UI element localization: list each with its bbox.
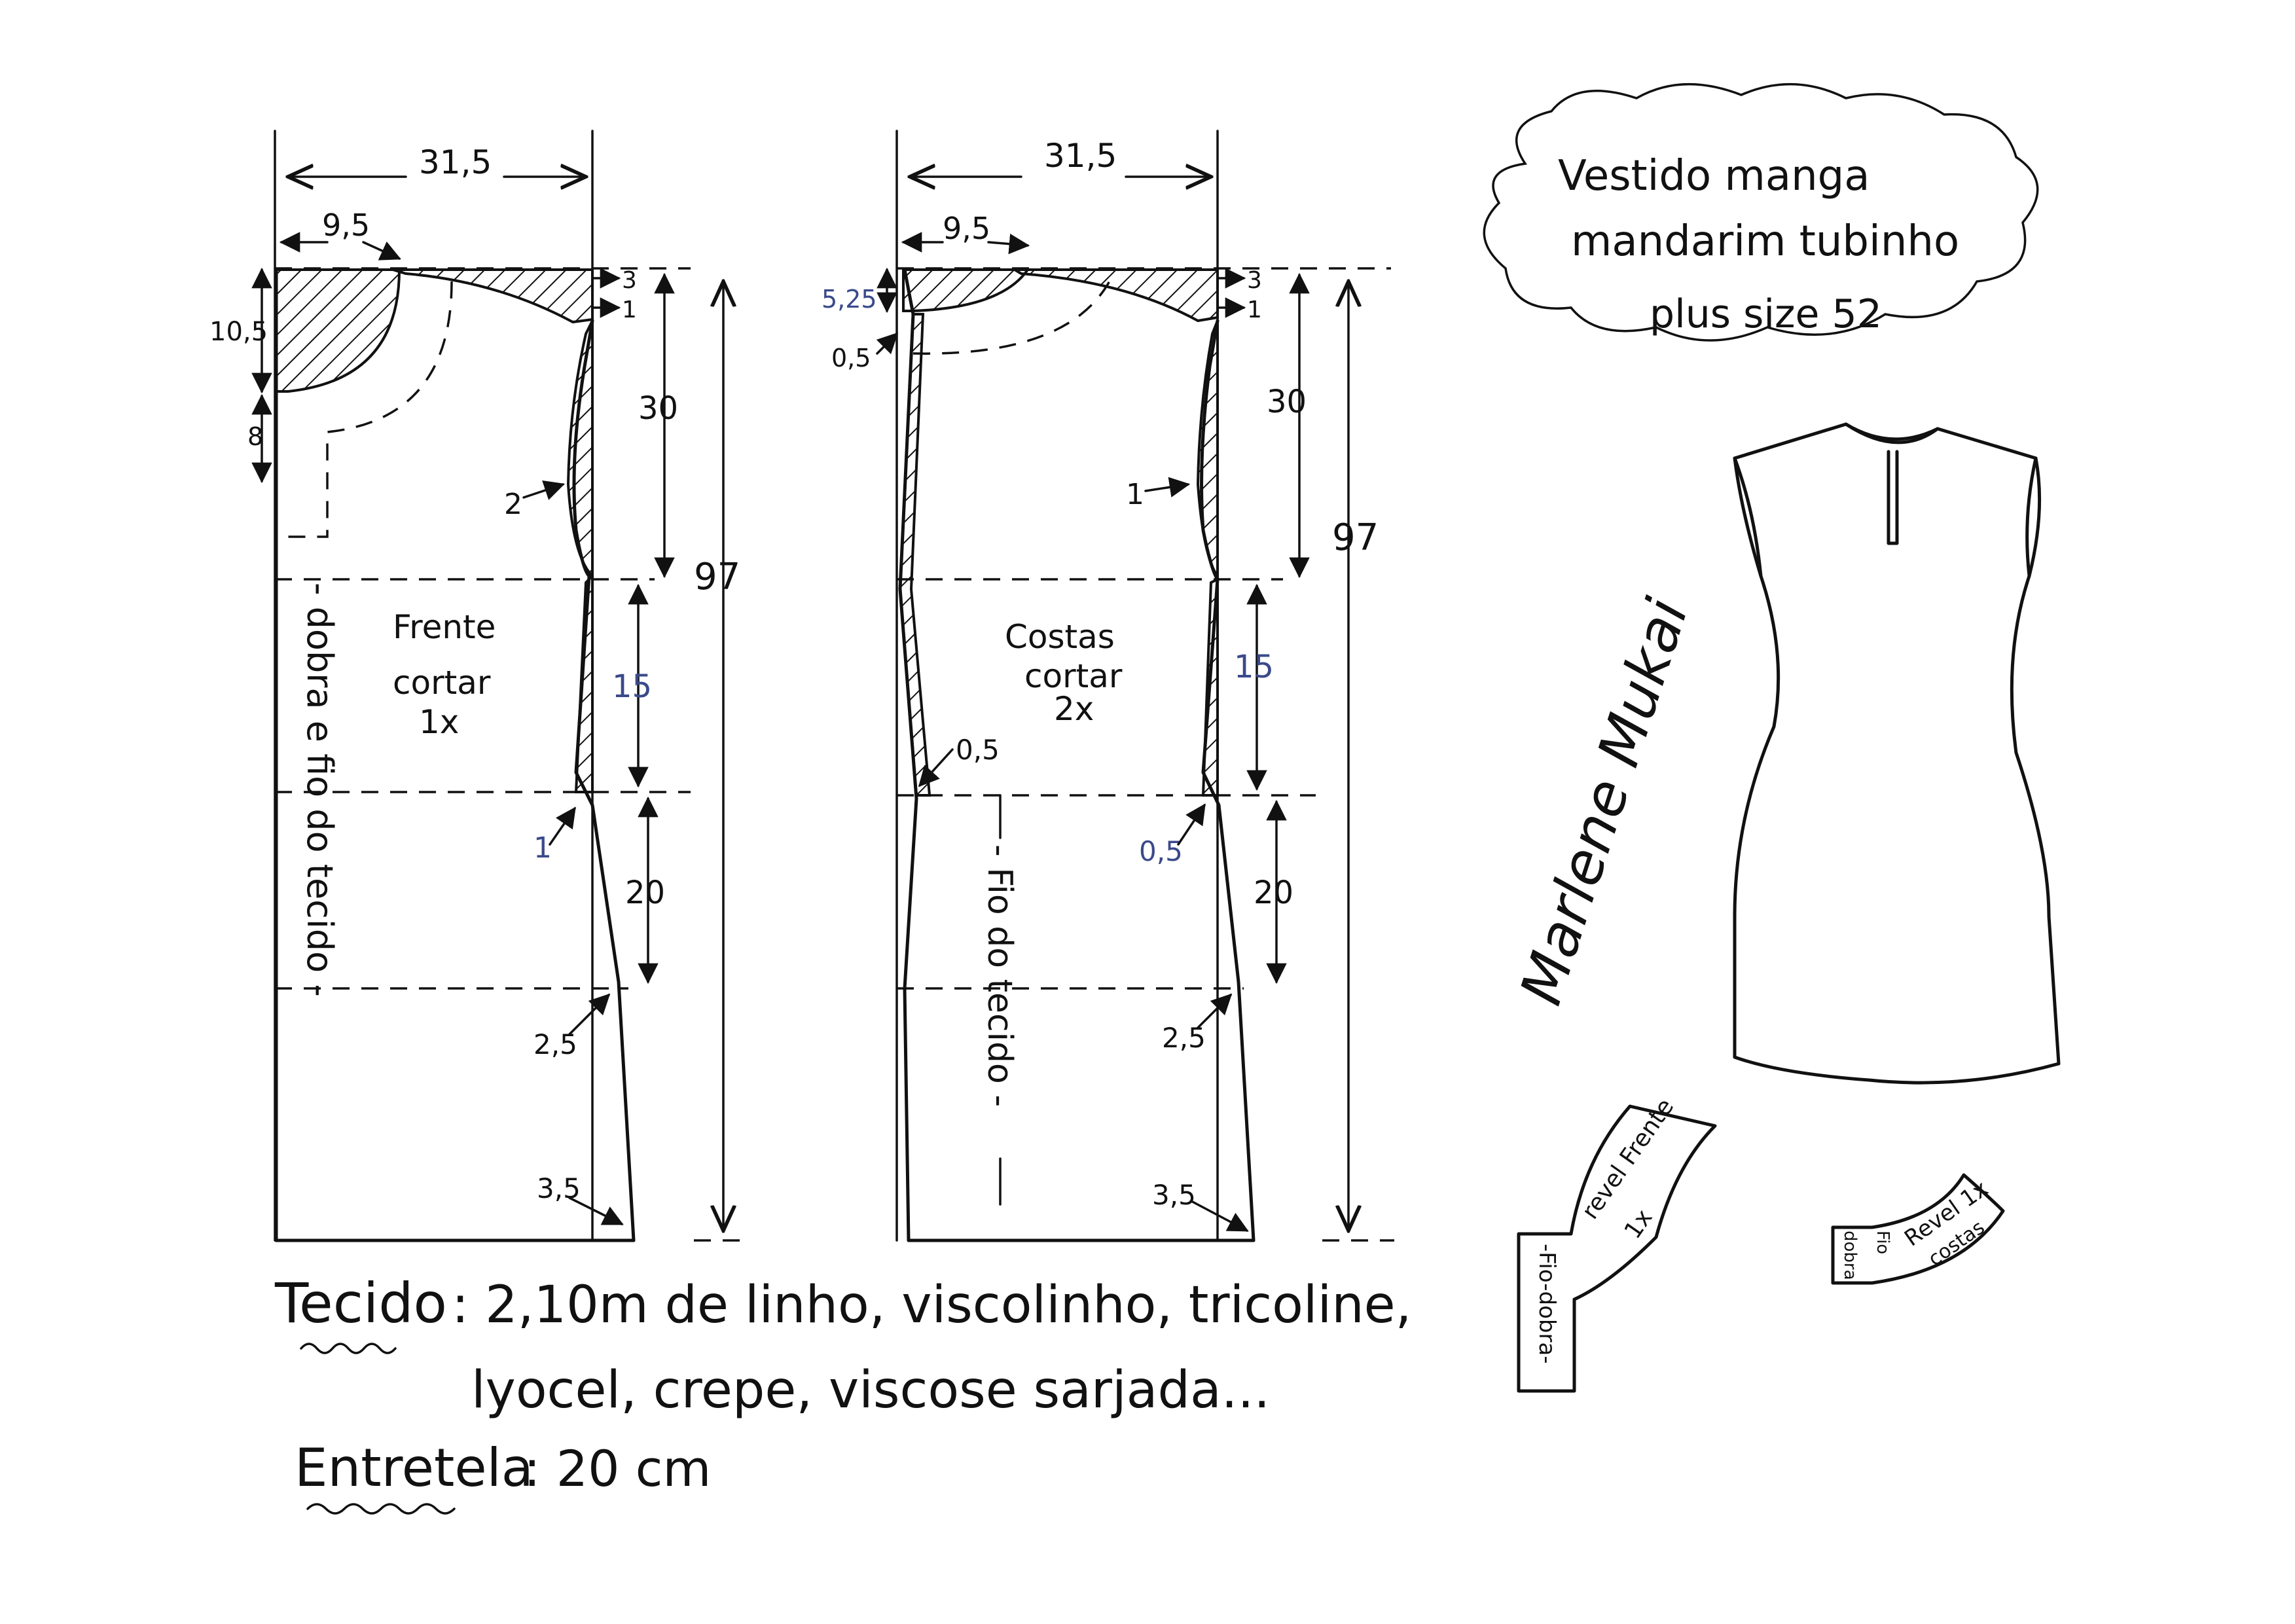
front-label-2: cortar bbox=[393, 664, 491, 702]
back-label-2: cortar bbox=[1024, 657, 1123, 695]
interfacing-value: : 20 cm bbox=[524, 1439, 711, 1498]
back-neck-05: 0,5 bbox=[831, 344, 871, 372]
front-width-label: 31,5 bbox=[419, 143, 492, 181]
front-facing: revel Frente 1x -Fio-dobra- bbox=[1517, 1094, 1717, 1393]
back-shoulder-1: 1 bbox=[1247, 297, 1262, 323]
front-shoulder-3: 3 bbox=[622, 267, 637, 294]
front-facing-fold: -Fio-dobra- bbox=[1534, 1244, 1560, 1364]
front-shoulder-1: 1 bbox=[622, 297, 637, 323]
fabric-line-1: : 2,10m de linho, viscolinho, tricoline, bbox=[452, 1276, 1411, 1335]
back-facing-fio: Fio bbox=[1873, 1231, 1892, 1254]
back-hem-35: 3,5 bbox=[1152, 1179, 1196, 1211]
front-hip-depth: 20 bbox=[625, 875, 665, 911]
front-label-3: 1x bbox=[419, 703, 459, 741]
front-neck-width-label: 9,5 bbox=[322, 208, 370, 243]
front-neck-depth: 10,5 bbox=[209, 317, 268, 347]
signature: Marlene Mukai bbox=[1507, 590, 1701, 1012]
front-facing-label-1: revel Frente bbox=[1577, 1094, 1680, 1224]
title-line-1: Vestido manga bbox=[1558, 152, 1870, 200]
front-facing-label-2: 1x bbox=[1619, 1204, 1658, 1244]
title-cloud: Vestido manga mandarim tubinho plus size… bbox=[1483, 83, 2039, 342]
title-line-3: plus size 52 bbox=[1650, 291, 1882, 337]
back-width-label: 31,5 bbox=[1044, 137, 1117, 175]
back-side-1: 1 bbox=[1126, 478, 1144, 511]
back-total-length: 97 bbox=[1332, 516, 1379, 559]
back-hip-depth: 20 bbox=[1254, 875, 1293, 911]
back-pattern: 31,5 9,5 3 1 5,25 0,5 30 15 20 bbox=[822, 130, 1394, 1242]
back-side-05: 0,5 bbox=[1139, 835, 1183, 867]
front-label-1: Frente bbox=[393, 608, 496, 646]
back-label-1: Costas bbox=[1005, 618, 1115, 656]
back-waist-depth: 15 bbox=[1234, 649, 1274, 685]
title-line-2: mandarim tubinho bbox=[1571, 217, 1959, 266]
signature-text: Marlene Mukai bbox=[1507, 590, 1701, 1012]
front-pattern: 31,5 9,5 3 1 10,5 8 bbox=[209, 130, 746, 1242]
front-fold-text: - dobra e fio do tecido - bbox=[299, 583, 340, 997]
back-grain-text: - Fio do tecido - bbox=[980, 844, 1019, 1107]
front-placket-length: 8 bbox=[247, 422, 263, 451]
back-neck-width-label: 9,5 bbox=[943, 211, 990, 246]
back-facing-fold: dobra bbox=[1840, 1231, 1860, 1280]
back-bust-depth: 30 bbox=[1267, 384, 1307, 420]
back-label-3: 2x bbox=[1054, 690, 1094, 728]
back-facing: Revel 1x costas dobra Fio bbox=[1831, 1173, 2005, 1285]
interfacing-label: Entretela bbox=[295, 1437, 533, 1498]
front-side-1: 1 bbox=[533, 831, 552, 865]
back-shoulder-3: 3 bbox=[1247, 267, 1262, 294]
front-side-2: 2 bbox=[504, 488, 522, 521]
back-neck-depth: 5,25 bbox=[822, 285, 877, 314]
front-bust-depth: 30 bbox=[638, 390, 678, 427]
back-cb-05: 0,5 bbox=[956, 734, 1000, 766]
fabric-line-2: lyocel, crepe, viscose sarjada... bbox=[471, 1361, 1270, 1420]
fabric-label: Tecido bbox=[274, 1271, 447, 1335]
dress-illustration bbox=[1733, 422, 2061, 1085]
front-total-length: 97 bbox=[694, 556, 740, 598]
fabric-notes: Tecido : 2,10m de linho, viscolinho, tri… bbox=[274, 1271, 1411, 1515]
front-waist-depth: 15 bbox=[612, 668, 652, 705]
